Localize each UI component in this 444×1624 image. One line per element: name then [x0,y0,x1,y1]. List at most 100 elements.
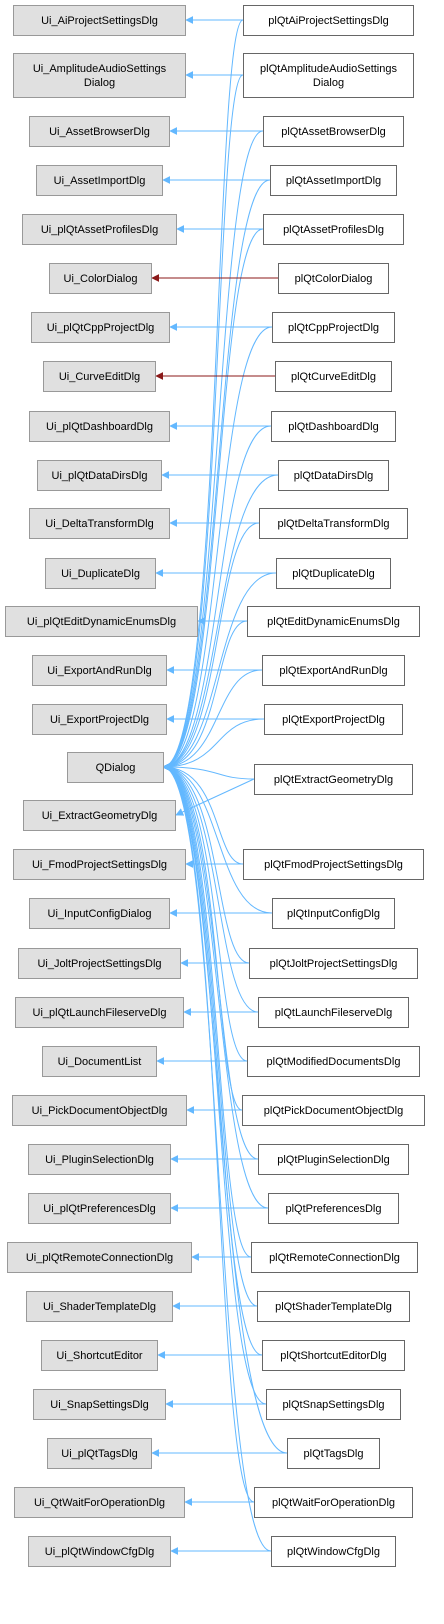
class-node-ui-plqtdashboarddlg[interactable]: Ui_plQtDashboardDlg [29,411,170,442]
class-node-plqtassetbrowserdlg[interactable]: plQtAssetBrowserDlg [263,116,404,147]
class-node-ui-plqttagsdlg[interactable]: Ui_plQtTagsDlg [47,1438,152,1469]
edge-r6-to-qdialog [162,326,273,771]
node-label: Dialog [84,77,115,89]
class-node-ui-snapsettingsdlg[interactable]: Ui_SnapSettingsDlg [33,1389,166,1420]
node-box [247,1046,420,1077]
class-node-plqtdatadirsdlg[interactable]: plQtDataDirsDlg [278,460,389,491]
class-node-plqtmodifieddocumentsdlg[interactable]: plQtModifiedDocumentsDlg [247,1046,420,1077]
class-node-plqtdeltatransformdlg[interactable]: plQtDeltaTransformDlg [259,508,408,539]
class-node-plqtremoteconnectiondlg[interactable]: plQtRemoteConnectionDlg [251,1242,418,1273]
node-box [258,997,409,1028]
node-label: plQtAssetImportDlg [286,175,381,187]
node-box [257,1291,410,1322]
class-node-plqtsnapsettingsdlg[interactable]: plQtSnapSettingsDlg [266,1389,401,1420]
class-node-ui-plqtdatadirsdlg[interactable]: Ui_plQtDataDirsDlg [37,460,162,491]
class-node-plqtpickdocumentobjectdlg[interactable]: plQtPickDocumentObjectDlg [242,1095,425,1126]
class-node-plqtpluginselectiondlg[interactable]: plQtPluginSelectionDlg [258,1144,409,1175]
class-node-ui-shadertemplatedlg[interactable]: Ui_ShaderTemplateDlg [26,1291,173,1322]
node-label: plQtInputConfigDlg [287,908,380,920]
node-box [29,898,170,929]
class-node-plqtduplicatedlg[interactable]: plQtDuplicateDlg [276,558,391,589]
node-label: Ui_ShaderTemplateDlg [43,1301,156,1313]
class-node-plqtshadertemplatedlg[interactable]: plQtShaderTemplateDlg [257,1291,410,1322]
class-node-ui-exportandrundlg[interactable]: Ui_ExportAndRunDlg [32,655,167,686]
class-node-ui-plqteditdynamicenumsdlg[interactable]: Ui_plQtEditDynamicEnumsDlg [5,606,198,637]
edge-r0-to-qdialog [162,19,244,771]
class-node-plqtshortcuteditordlg[interactable]: plQtShortcutEditorDlg [262,1340,405,1371]
class-node-qdialog[interactable]: QDialog [67,752,164,783]
edge-r15-to-l15 [175,778,255,816]
class-node-ui-duplicatedlg[interactable]: Ui_DuplicateDlg [45,558,156,589]
node-label: plQtDeltaTransformDlg [277,518,389,530]
class-node-ui-plqtpreferencesdlg[interactable]: Ui_plQtPreferencesDlg [28,1193,171,1224]
class-node-plqtassetimportdlg[interactable]: plQtAssetImportDlg [270,165,397,196]
class-node-plqtpreferencesdlg[interactable]: plQtPreferencesDlg [268,1193,399,1224]
class-node-plqtdashboarddlg[interactable]: plQtDashboardDlg [271,411,396,442]
class-node-plqtexportandrundlg[interactable]: plQtExportAndRunDlg [262,655,405,686]
node-box [258,1144,409,1175]
class-node-ui-aiprojectsettingsdlg[interactable]: Ui_AiProjectSettingsDlg [13,5,186,36]
class-node-ui-exportprojectdlg[interactable]: Ui_ExportProjectDlg [32,704,167,735]
class-node-ui-curveeditdlg[interactable]: Ui_CurveEditDlg [43,361,156,392]
class-node-plqtassetprofilesdlg[interactable]: plQtAssetProfilesDlg [263,214,404,245]
node-box [278,460,389,491]
node-box [32,704,167,735]
node-label: Ui_PickDocumentObjectDlg [32,1105,168,1117]
class-node-plqtexportprojectdlg[interactable]: plQtExportProjectDlg [264,704,403,735]
class-node-plqtwindowcfgdlg[interactable]: plQtWindowCfgDlg [271,1536,396,1567]
class-node-plqtaiprojectsettingsdlg[interactable]: plQtAiProjectSettingsDlg [243,5,414,36]
class-node-ui-plqtremoteconnectiondlg[interactable]: Ui_plQtRemoteConnectionDlg [7,1242,192,1273]
node-label: Ui_plQtLaunchFileserveDlg [33,1007,167,1019]
class-node-ui-plqtwindowcfgdlg[interactable]: Ui_plQtWindowCfgDlg [28,1536,171,1567]
class-node-ui-colordialog[interactable]: Ui_ColorDialog [49,263,152,294]
node-box [47,1438,152,1469]
class-node-ui-plqtlaunchfileservedlg[interactable]: Ui_plQtLaunchFileserveDlg [15,997,184,1028]
class-node-ui-fmodprojectsettingsdlg[interactable]: Ui_FmodProjectSettingsDlg [13,849,186,880]
class-node-ui-deltatransformdlg[interactable]: Ui_DeltaTransformDlg [29,508,170,539]
node-box [37,460,162,491]
node-label: Ui_plQtTagsDlg [61,1448,137,1460]
node-label: plQtRemoteConnectionDlg [269,1252,400,1264]
node-box [28,1536,171,1567]
class-node-plqtcolordialog[interactable]: plQtColorDialog [278,263,389,294]
node-box [276,558,391,589]
edge-r4-to-qdialog [162,228,264,771]
node-label: Ui_DeltaTransformDlg [45,518,153,530]
node-label: plQtJoltProjectSettingsDlg [270,958,398,970]
class-node-plqttagsdlg[interactable]: plQtTagsDlg [287,1438,380,1469]
edge-r20-to-qdialog [162,763,248,1062]
class-node-ui-assetbrowserdlg[interactable]: Ui_AssetBrowserDlg [29,116,170,147]
node-box [275,361,392,392]
class-node-ui-documentlist[interactable]: Ui_DocumentList [42,1046,157,1077]
class-node-ui-plqtcppprojectdlg[interactable]: Ui_plQtCppProjectDlg [31,312,170,343]
class-node-plqtcppprojectdlg[interactable]: plQtCppProjectDlg [272,312,395,343]
node-label: Ui_SnapSettingsDlg [50,1399,148,1411]
class-node-ui-qtwaitforoperationdlg[interactable]: Ui_QtWaitForOperationDlg [14,1487,185,1518]
class-node-ui-inputconfigdialog[interactable]: Ui_InputConfigDialog [29,898,170,929]
class-node-plqtcurveeditdlg[interactable]: plQtCurveEditDlg [275,361,392,392]
class-node-ui-plqtassetprofilesdlg[interactable]: Ui_plQtAssetProfilesDlg [22,214,177,245]
class-node-plqtjoltprojectsettingsdlg[interactable]: plQtJoltProjectSettingsDlg [249,948,418,979]
node-label: plQtCppProjectDlg [288,322,379,334]
class-node-ui-pluginselectiondlg[interactable]: Ui_PluginSelectionDlg [28,1144,171,1175]
class-node-ui-shortcuteditor[interactable]: Ui_ShortcutEditor [41,1340,158,1371]
node-box [249,948,418,979]
class-node-plqteditdynamicenumsdlg[interactable]: plQtEditDynamicEnumsDlg [247,606,420,637]
node-box [271,411,396,442]
class-node-ui-extractgeometrydlg[interactable]: Ui_ExtractGeometryDlg [23,800,176,831]
class-node-plqtinputconfigdlg[interactable]: plQtInputConfigDlg [272,898,395,929]
node-box [5,606,198,637]
class-node-plqtlaunchfileservedlg[interactable]: plQtLaunchFileserveDlg [258,997,409,1028]
class-node-plqtfmodprojectsettingsdlg[interactable]: plQtFmodProjectSettingsDlg [243,849,424,880]
class-node-ui-joltprojectsettingsdlg[interactable]: Ui_JoltProjectSettingsDlg [18,948,181,979]
node-box [26,1291,173,1322]
class-node-plqtextractgeometrydlg[interactable]: plQtExtractGeometryDlg [254,764,413,795]
class-node-ui-assetimportdlg[interactable]: Ui_AssetImportDlg [36,165,163,196]
edge-r15-to-qdialog [162,763,255,780]
class-node-plqtwaitforoperationdlg[interactable]: plQtWaitForOperationDlg [254,1487,413,1518]
node-box [18,948,181,979]
class-node-ui-pickdocumentobjectdlg[interactable]: Ui_PickDocumentObjectDlg [12,1095,187,1126]
node-label: plQtExportAndRunDlg [279,665,387,677]
